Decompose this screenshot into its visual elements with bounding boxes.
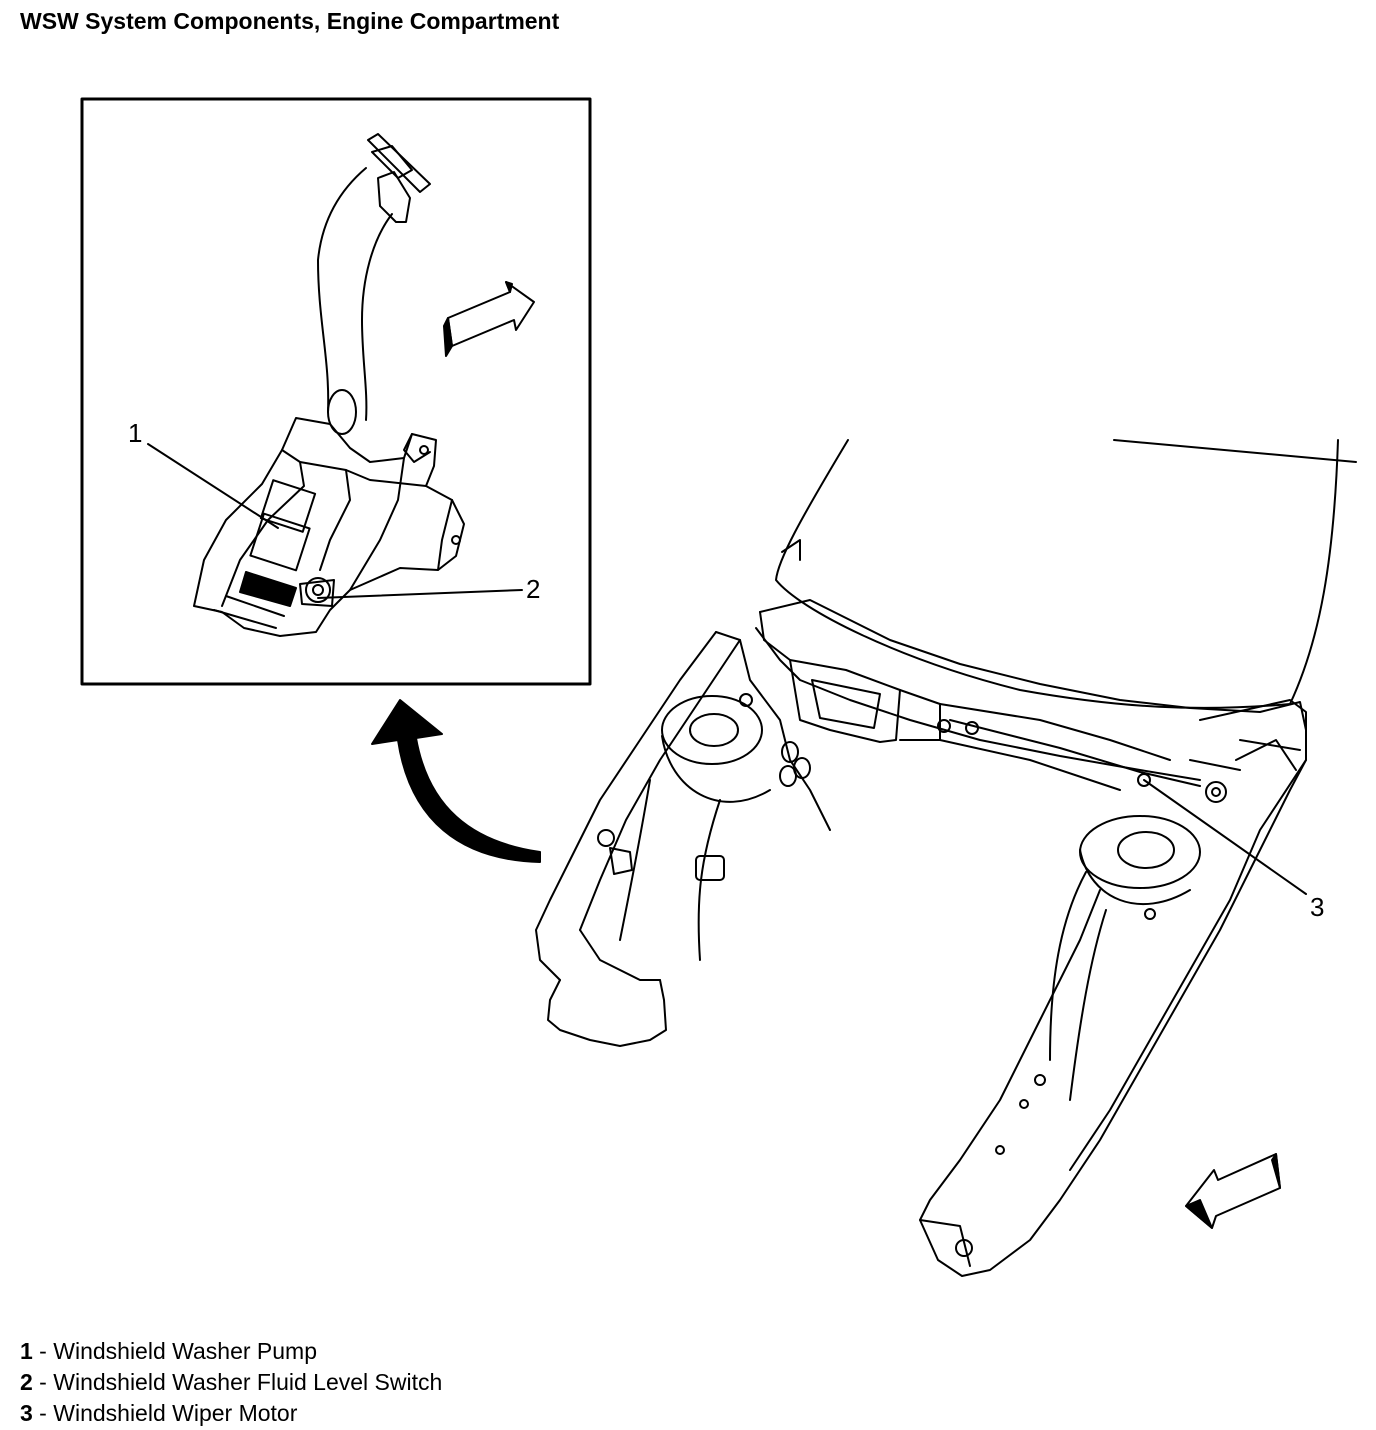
detail-inset-frame — [80, 97, 592, 686]
legend-label: Windshield Washer Pump — [53, 1338, 317, 1364]
legend-separator: - — [32, 1338, 54, 1364]
callout-2: 2 — [526, 574, 540, 604]
washer-reservoir — [193, 133, 465, 637]
diagram-title: WSW System Components, Engine Compartmen… — [20, 8, 560, 34]
vehicle-front-structure — [535, 439, 1357, 1277]
callout-3: 3 — [1310, 892, 1324, 922]
legend-label: Windshield Washer Fluid Level Switch — [53, 1369, 443, 1395]
legend-separator: - — [32, 1400, 54, 1426]
legend-number: 1 — [20, 1338, 33, 1364]
legend: 1 - Windshield Washer Pump 2 - Windshiel… — [20, 1336, 442, 1429]
direction-arrow-inset — [443, 281, 535, 357]
legend-item: 1 - Windshield Washer Pump — [20, 1336, 442, 1367]
component-illustration: 1 2 — [80, 97, 1357, 1277]
detail-reference-arrow — [371, 699, 541, 863]
leader-line-1 — [147, 443, 279, 529]
legend-separator: - — [32, 1369, 54, 1395]
legend-number: 2 — [20, 1369, 33, 1395]
leader-line-2 — [317, 589, 523, 599]
direction-arrow-front — [1185, 1153, 1281, 1229]
callout-1: 1 — [128, 418, 142, 448]
legend-number: 3 — [20, 1400, 33, 1426]
legend-label: Windshield Wiper Motor — [53, 1400, 298, 1426]
legend-item: 2 - Windshield Washer Fluid Level Switch — [20, 1367, 442, 1398]
legend-item: 3 - Windshield Wiper Motor — [20, 1398, 442, 1429]
leader-line-3 — [1143, 779, 1307, 895]
